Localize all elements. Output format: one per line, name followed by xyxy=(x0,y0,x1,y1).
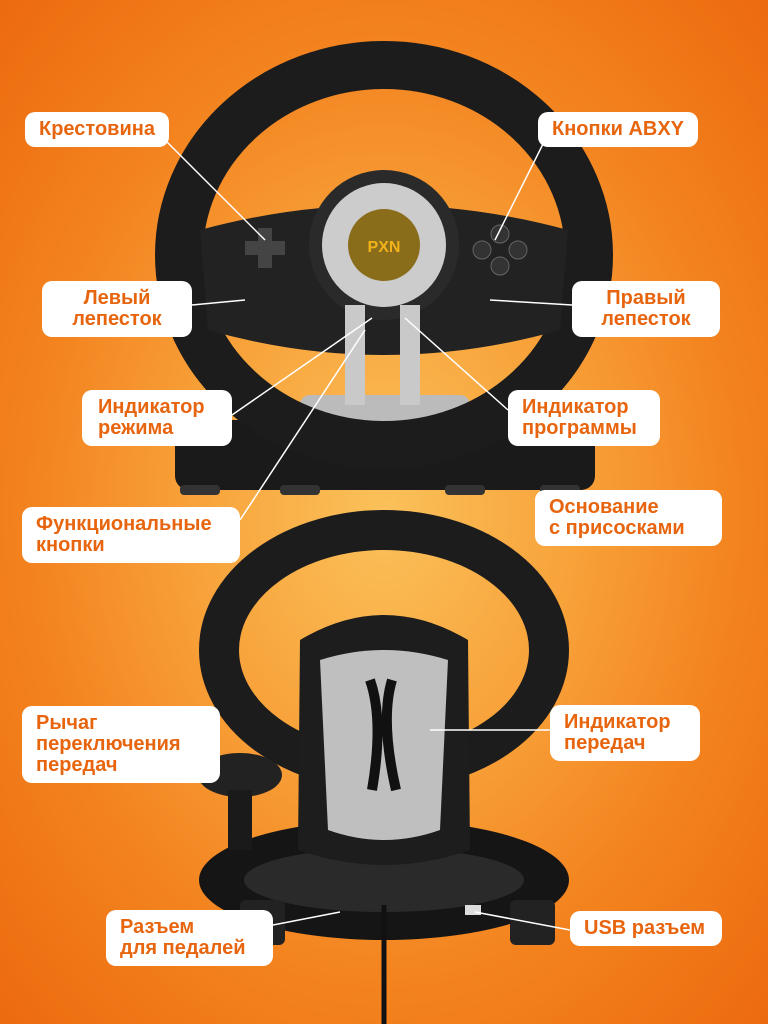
label-gear-lever: Рычаг переключения передач xyxy=(22,706,220,783)
label-program-indicator: Индикатор программы xyxy=(508,390,660,446)
pxn-logo: PXN xyxy=(368,239,401,256)
label-function-buttons: Функциональные кнопки xyxy=(22,507,240,563)
label-usb-port: USB разъем xyxy=(570,911,722,946)
steering-wheel-back xyxy=(198,510,569,1024)
label-dpad: Крестовина xyxy=(25,112,169,147)
label-mode-indicator: Индикатор режима xyxy=(82,390,232,446)
label-left-paddle: Левый лепесток xyxy=(42,281,192,337)
leader-lines xyxy=(164,139,573,931)
label-pedal-port: Разъем для педалей xyxy=(106,910,273,966)
steering-wheel-front: PXN xyxy=(155,41,613,495)
label-right-paddle: Правый лепесток xyxy=(572,281,720,337)
label-abxy-buttons: Кнопки ABXY xyxy=(538,112,699,147)
label-gear-indicator: Индикатор передач xyxy=(550,705,700,761)
label-suction-base: Основание с присосками xyxy=(535,490,722,546)
